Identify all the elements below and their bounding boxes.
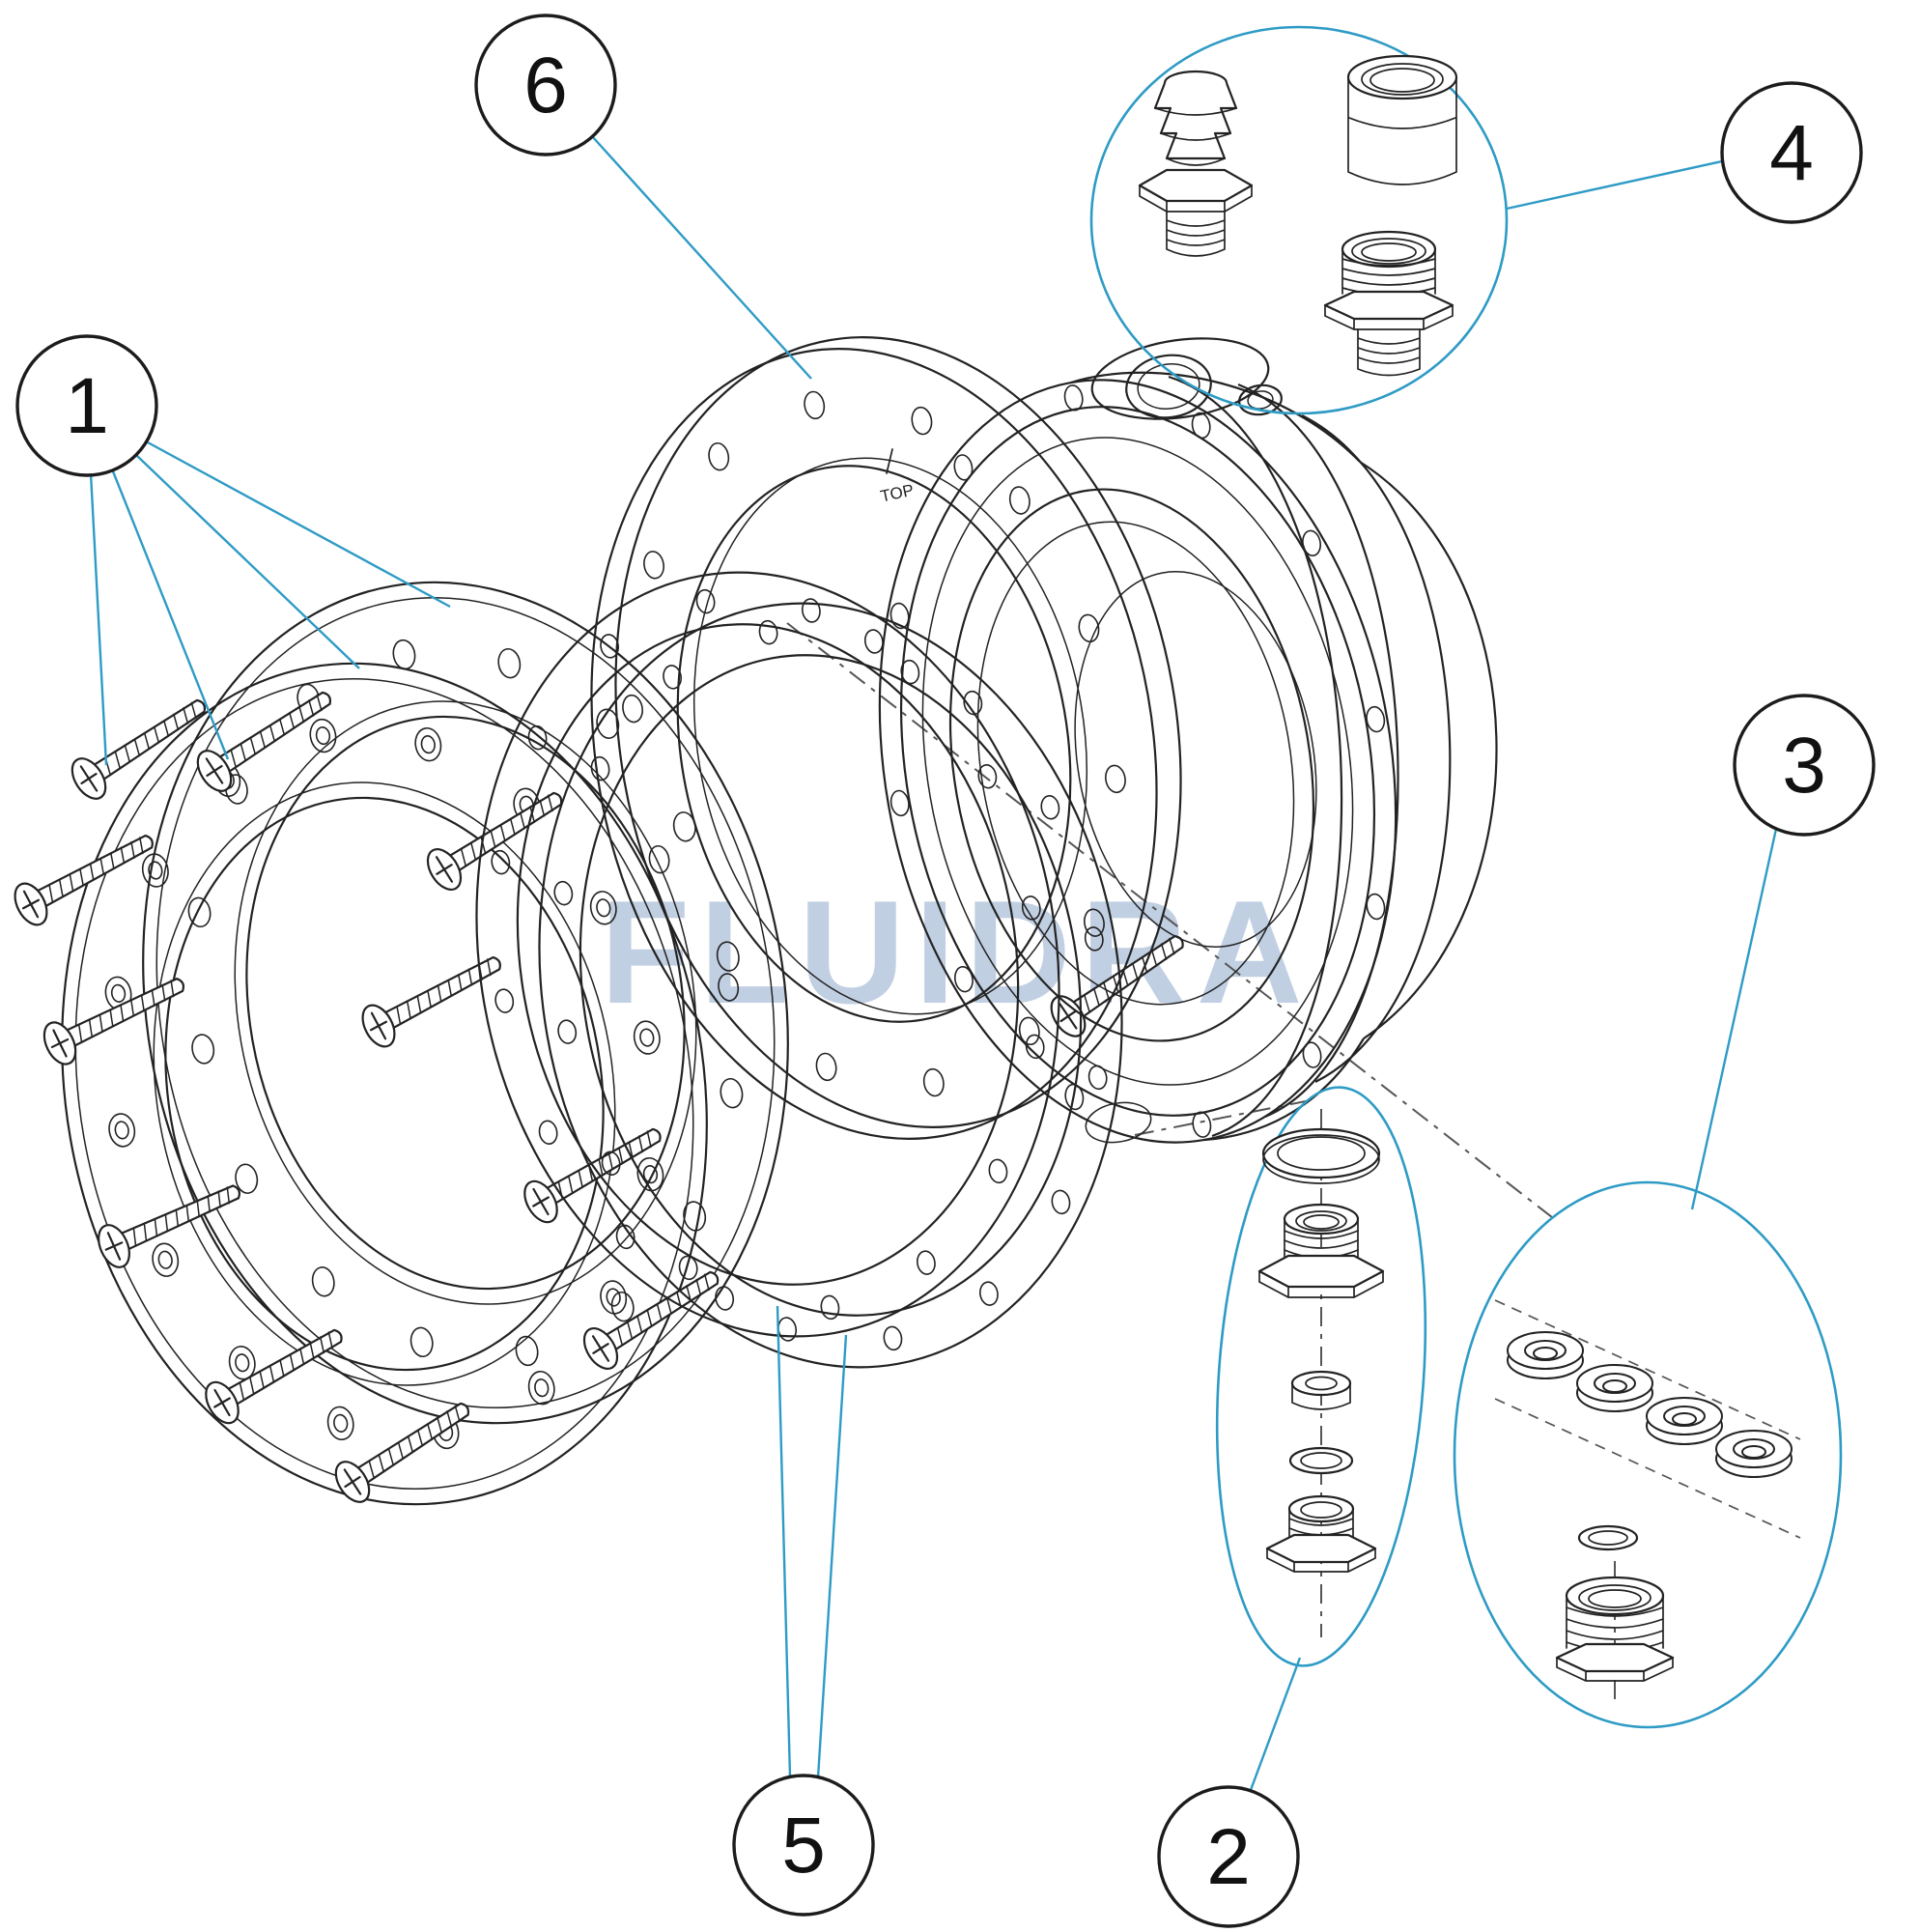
callout-4-number: 4 [1769,109,1814,197]
callout-1-number: 1 [65,362,109,450]
flange-top-label: TOP [879,481,916,506]
gasket-front [475,571,1060,1338]
front-flange-ring: TOP [590,336,1182,1140]
callout-3: 3 [1733,694,1876,837]
screw [576,1256,730,1377]
screw [7,819,163,931]
callout-4: 4 [1720,81,1863,224]
screw [37,962,194,1070]
screw [419,777,574,897]
callout-6-number: 6 [523,42,568,129]
callout-2: 2 [1157,1785,1300,1928]
grommet [1715,1430,1793,1478]
callout-5-number: 5 [781,1802,826,1889]
callout-1: 1 [15,334,158,477]
leader-lines [89,135,1778,1791]
detail-group-2 [1215,1086,1427,1667]
grommet [1576,1364,1653,1412]
screw [354,941,511,1053]
detail-group-4 [1089,25,1509,415]
grommet [1646,1397,1723,1445]
gasket-back [538,602,1123,1369]
callout-3-number: 3 [1782,722,1826,810]
housing-body [878,337,1498,1144]
callout-2-number: 2 [1206,1813,1251,1901]
callout-6: 6 [474,14,617,156]
grommet [1507,1331,1584,1379]
callout-5: 5 [732,1774,875,1917]
clamp-ring-front [61,662,708,1506]
detail-group-3 [1453,1180,1843,1729]
screw [198,1314,353,1431]
